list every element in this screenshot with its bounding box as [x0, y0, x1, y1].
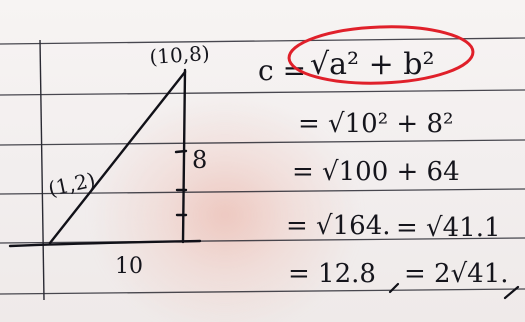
triangle-drawing [8, 68, 202, 248]
answer-tick-2 [503, 285, 520, 300]
equation-4b: = √41.1 [396, 213, 501, 243]
hypotenuse-point-label: (1,2) [46, 168, 97, 201]
ruled-lines [0, 37, 525, 295]
rule-line-3 [0, 139, 525, 146]
equation-5a: = 12.8 [288, 259, 376, 289]
rule-line-6 [0, 288, 525, 295]
triangle-hypotenuse [48, 70, 187, 245]
equation-5b: = 2√41. [404, 259, 509, 289]
equation-4a: = √164. [286, 211, 391, 241]
rule-line-5 [0, 237, 525, 244]
margin-line [39, 39, 45, 301]
rule-line-1 [0, 37, 525, 45]
height-tick-top [174, 149, 188, 154]
height-label: 8 [192, 146, 207, 174]
triangle-base [8, 239, 202, 248]
equation-1-rhs: √a² + b² [310, 47, 434, 82]
lamp-glare [90, 95, 360, 322]
rule-line-2 [0, 89, 525, 96]
triangle-height [181, 68, 187, 244]
answer-ticks [388, 282, 520, 300]
highlight-circle [287, 25, 475, 85]
equation-2: = √10² + 8² [298, 109, 453, 139]
equation-3: = √100 + 64 [292, 157, 460, 187]
base-label: 10 [115, 254, 143, 279]
rule-line-4 [0, 188, 525, 195]
top-vertex-label: (10,8) [149, 41, 211, 69]
answer-tick-1 [388, 282, 400, 294]
